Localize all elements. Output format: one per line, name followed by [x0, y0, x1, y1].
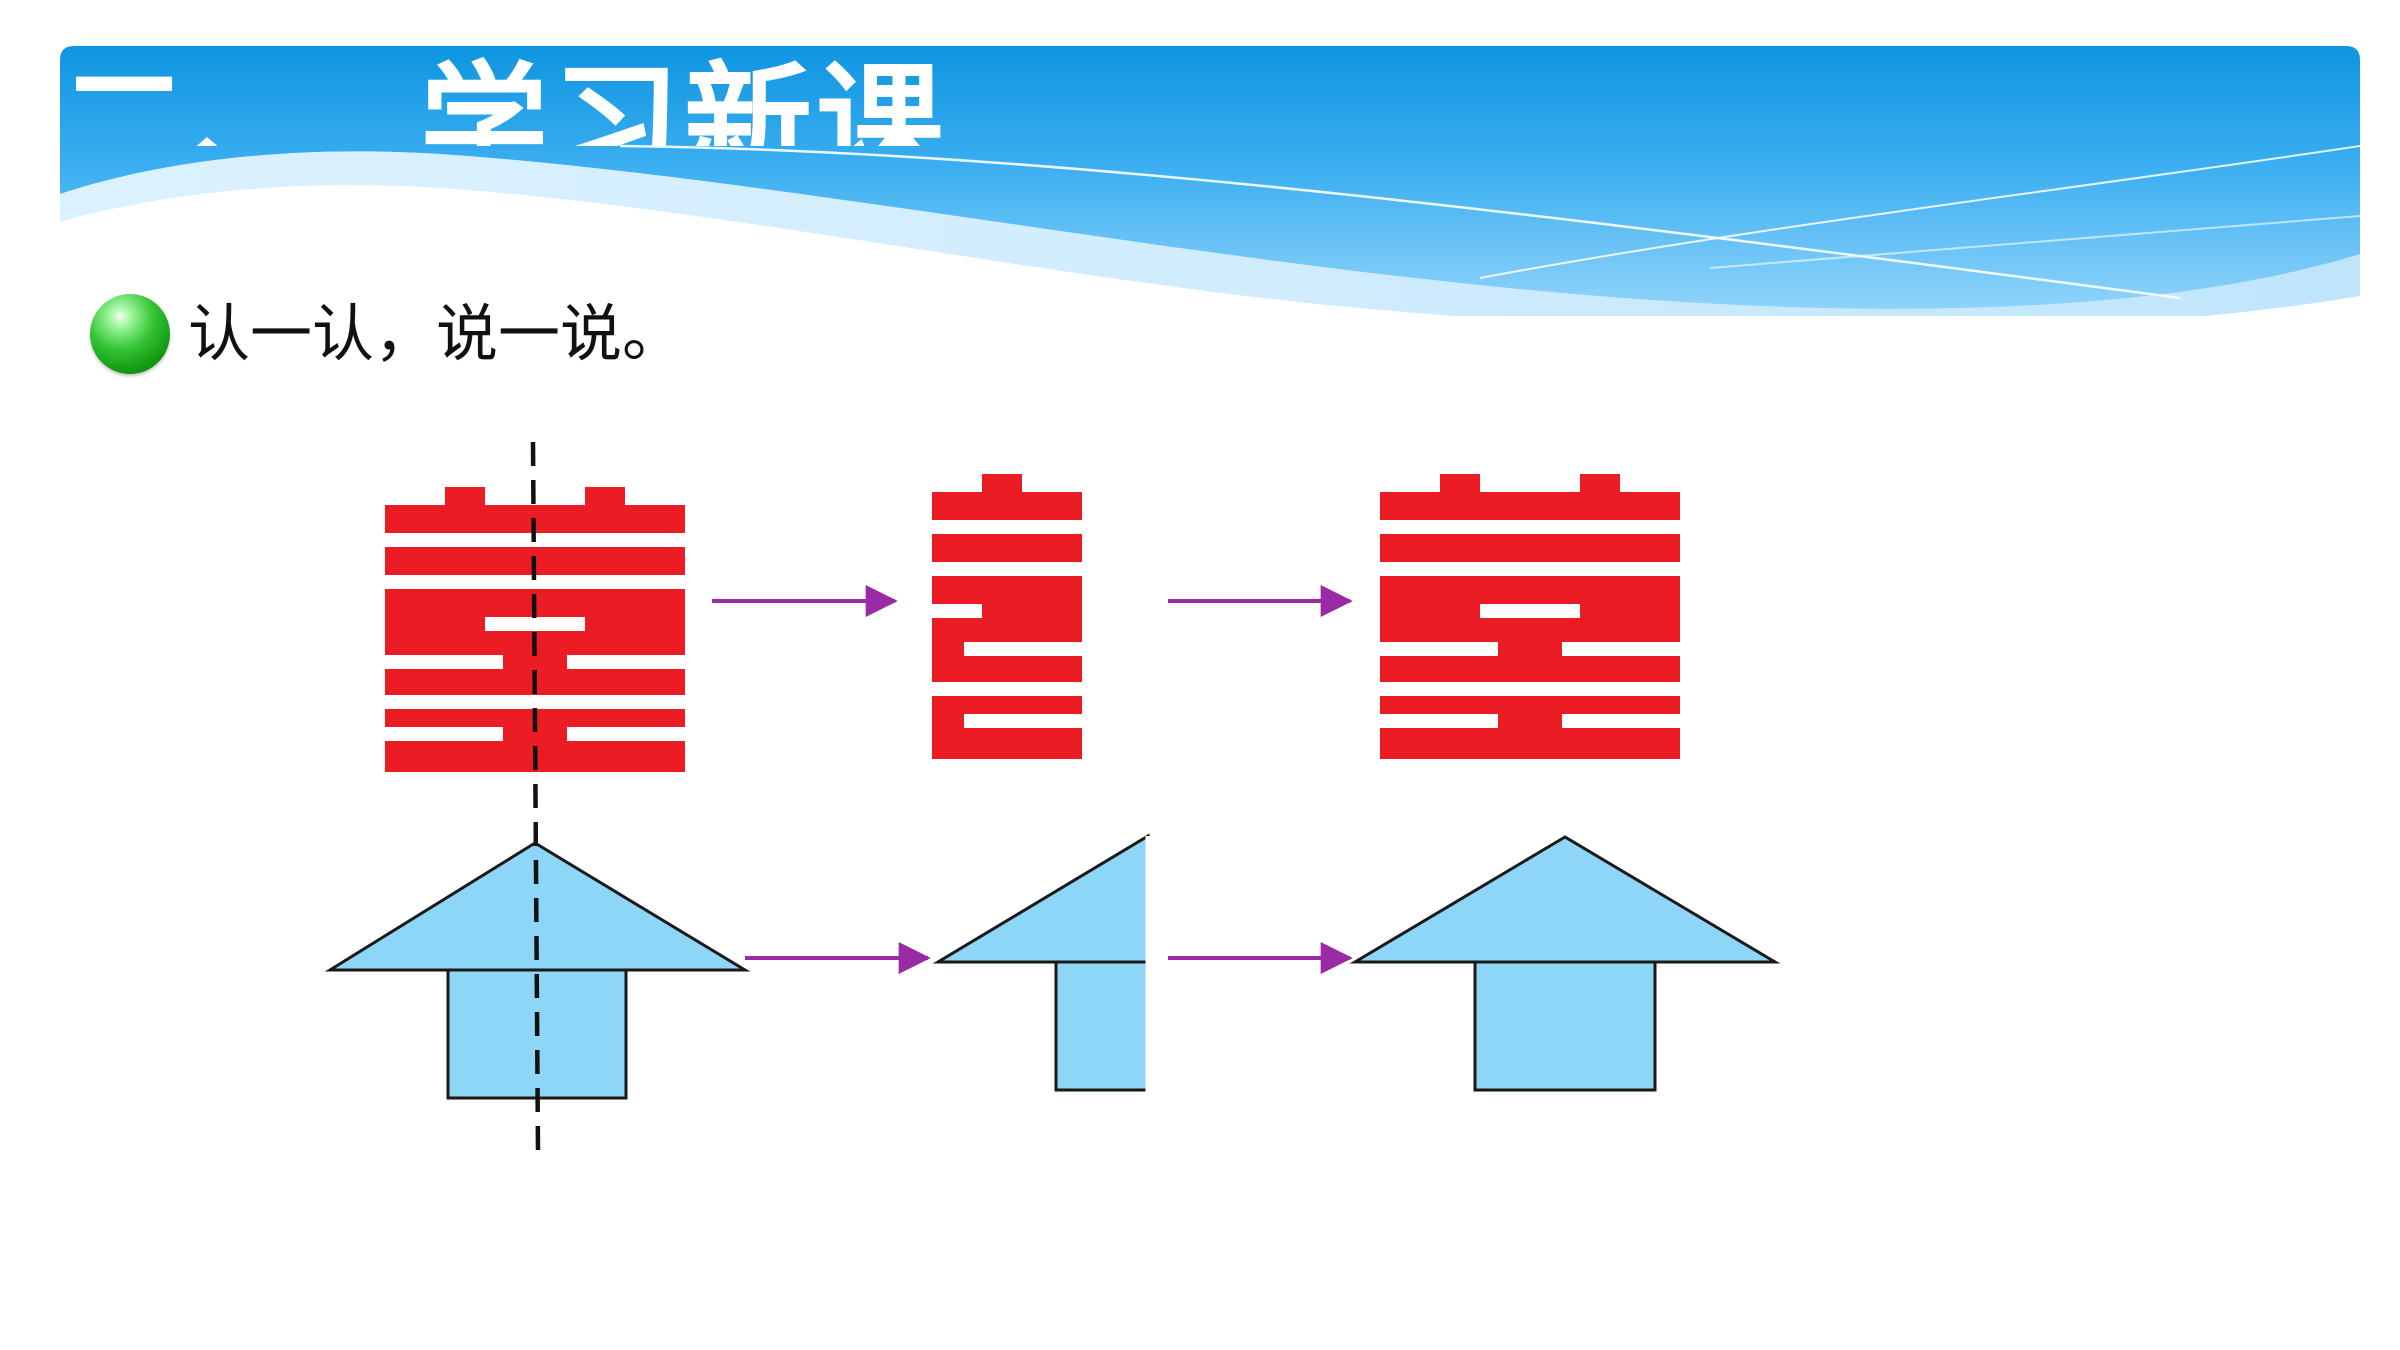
page-title-container: 二、学习新课 [60, 46, 1060, 146]
symmetry-axis [530, 441, 541, 1153]
page-title: 二、学习新课 [60, 50, 948, 146]
double-happiness-restored [1380, 474, 1680, 759]
subheading-text: 认一认，说一说。 [188, 297, 685, 370]
banner-wave [60, 151, 2360, 316]
bullet-icon [90, 294, 170, 374]
banner-shape [60, 46, 2360, 309]
title-text: 学习新课 [420, 50, 949, 146]
house-restored [1349, 835, 1781, 1092]
double-happiness-half [932, 474, 1082, 759]
subheading: 认一认，说一说。 [90, 292, 684, 376]
house-half [932, 833, 1151, 1092]
header-banner [60, 46, 2360, 316]
banner-highlight-line-2 [1479, 145, 2360, 279]
title-number: 二、 [60, 50, 325, 146]
banner-highlight-line [619, 144, 2181, 300]
